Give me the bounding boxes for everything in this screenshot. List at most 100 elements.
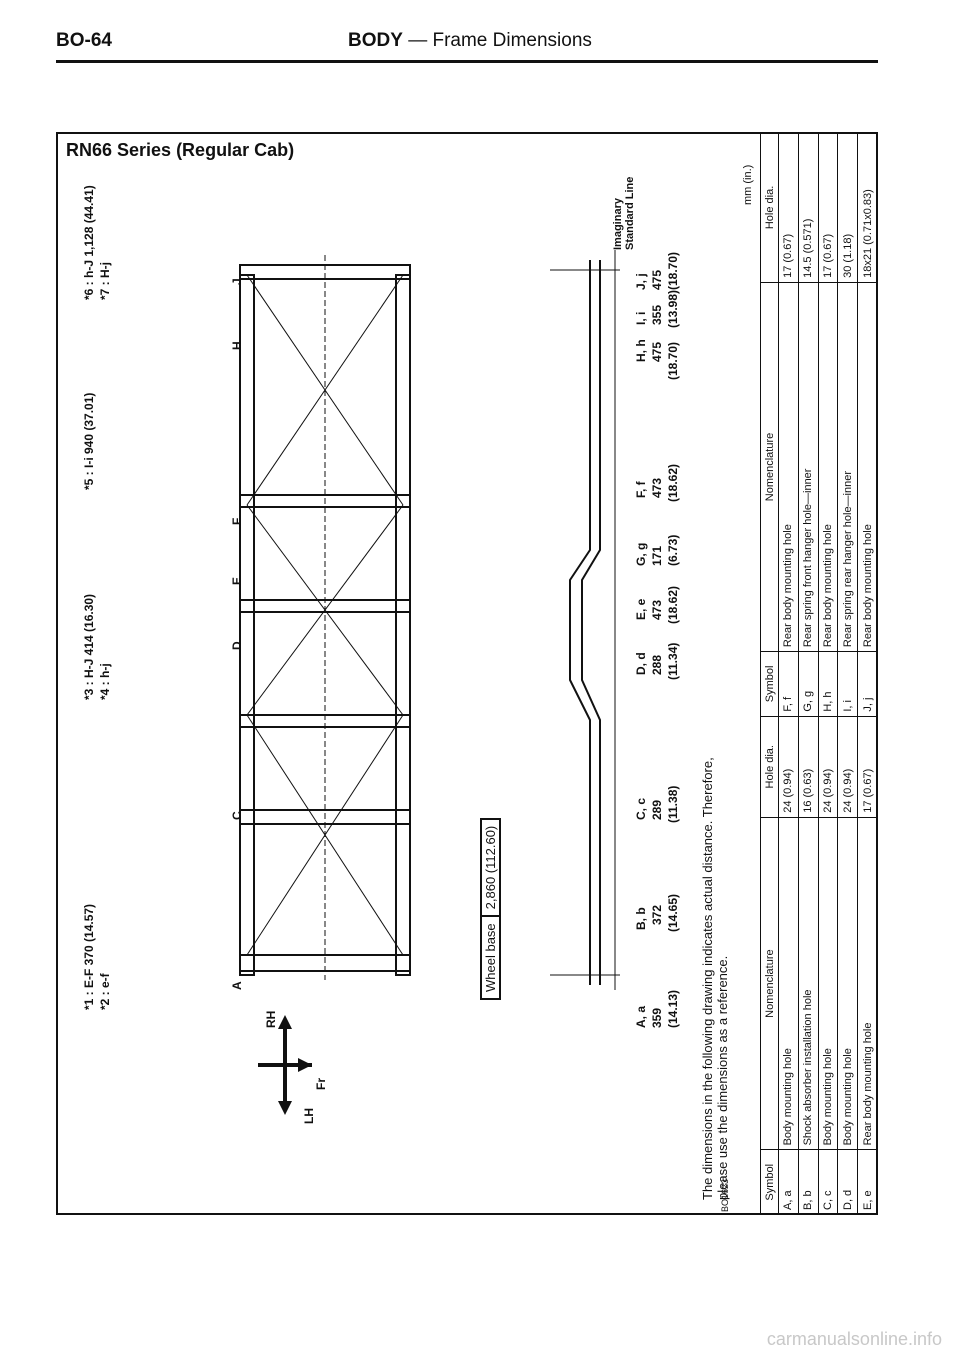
cell: 24 (0.94) xyxy=(837,716,858,818)
side-point-b: B, b xyxy=(634,907,648,930)
section-name: BODY xyxy=(348,30,403,51)
point-e: E xyxy=(230,576,244,585)
note-2: *2 : e-f xyxy=(98,973,112,1010)
wheel-base-label: Wheel base xyxy=(480,915,501,1000)
cell: 17 (0.67) xyxy=(857,716,878,818)
point-c: C xyxy=(230,811,244,820)
side-point-label: J, j xyxy=(634,273,648,290)
cell: Rear body mounting hole xyxy=(818,282,838,652)
side-point-label: G, g xyxy=(634,542,648,566)
side-point-f-val: 473 xyxy=(650,478,664,498)
rh-label: RH xyxy=(264,1010,278,1028)
col-symbol-2: Symbol xyxy=(760,651,779,717)
side-point-a-val: 359 xyxy=(650,1008,664,1028)
side-point-value: 475 xyxy=(650,269,664,290)
table-row: C, c Body mounting hole 24 (0.94) H, h R… xyxy=(818,132,838,1215)
cell: G, g xyxy=(798,651,819,717)
note-6: *6 : h-J 1,128 (44.41) xyxy=(82,185,96,300)
cell: Rear body mounting hole xyxy=(778,282,799,652)
col-symbol: Symbol xyxy=(760,1149,779,1215)
side-point-c-in: (11.38) xyxy=(666,786,680,823)
side-point-inch: (14.65) xyxy=(666,893,680,932)
cell: 30 (1.18) xyxy=(837,132,858,283)
side-point-value: 288 xyxy=(650,654,664,675)
side-point-j-val: 475 xyxy=(650,270,664,290)
side-point-value: 473 xyxy=(650,477,664,498)
side-point-label: I, i xyxy=(634,311,648,325)
side-point-j: J, j xyxy=(634,273,648,290)
cell: 14.5 (0.571) xyxy=(798,132,819,283)
cell: Rear spring front hanger hole—inner xyxy=(798,282,819,652)
side-point-value: 473 xyxy=(650,599,664,620)
wheel-base-value: 2,860 (112.60) xyxy=(480,817,501,916)
side-point-inch: (11.38) xyxy=(666,785,680,823)
cell: E, e xyxy=(857,1149,878,1215)
side-point-label: A, a xyxy=(634,1005,648,1028)
side-point-a-in: (14.13) xyxy=(666,990,680,1028)
cell: J, j xyxy=(857,651,878,717)
point-j: J xyxy=(230,278,244,285)
side-point-j-in: (18.70) xyxy=(666,252,680,290)
cell: Rear body mounting hole xyxy=(857,817,878,1150)
cell: I, i xyxy=(837,651,858,717)
direction-arrows xyxy=(258,1015,312,1115)
header-rule xyxy=(56,60,878,63)
point-f: F xyxy=(230,517,244,525)
col-nomenclature: Nomenclature xyxy=(760,817,779,1150)
table-row: D, d Body mounting hole 24 (0.94) I, i R… xyxy=(837,132,858,1215)
side-point-inch: (11.34) xyxy=(666,642,680,680)
side-point-label: F, f xyxy=(634,481,648,498)
note-7: *7 : H-j xyxy=(98,261,112,300)
cell: 17 (0.67) xyxy=(818,132,838,283)
point-h: H xyxy=(230,341,244,350)
side-point-g-val: 171 xyxy=(650,546,664,566)
table-row: A, a Body mounting hole 24 (0.94) F, f R… xyxy=(778,132,799,1215)
note-5: *5 : I-i 940 (37.01) xyxy=(82,392,96,490)
col-hole-2: Hole dia. xyxy=(760,132,779,283)
note-4: *4 : h-j xyxy=(98,663,112,700)
side-point-inch: (13.98) xyxy=(666,289,680,328)
point-d: D xyxy=(230,641,244,650)
page-number: BO-64 xyxy=(56,30,112,51)
side-point-a: A, a xyxy=(634,1006,648,1028)
side-point-f-in: (18.62) xyxy=(666,464,680,502)
side-point-h: H, h xyxy=(634,339,648,362)
side-point-inch: (14.13) xyxy=(666,989,680,1028)
side-point-b-in: (14.65) xyxy=(666,894,680,932)
side-point-value: 475 xyxy=(650,341,664,362)
cell: Rear spring rear hanger hole—inner xyxy=(837,282,858,652)
side-point-label: C, c xyxy=(634,797,648,820)
point-a: A xyxy=(230,981,244,990)
cell: 24 (0.94) xyxy=(818,716,838,818)
frame-top-view xyxy=(239,255,411,980)
table-row: E, e Rear body mounting hole 17 (0.67) J… xyxy=(857,132,878,1215)
side-point-value: 372 xyxy=(650,904,664,925)
note-3: *3 : H-J 414 (16.30) xyxy=(82,593,96,700)
side-point-value: 289 xyxy=(650,799,664,820)
side-point-label: E, e xyxy=(634,598,648,620)
side-point-i: I, i xyxy=(634,312,648,325)
side-point-d-in: (11.34) xyxy=(666,643,680,680)
side-point-f: F, f xyxy=(634,481,648,498)
side-point-i-in: (13.98) xyxy=(666,290,680,328)
watermark: carmanualsonline.info xyxy=(766,1329,942,1349)
side-point-label: D, d xyxy=(634,652,648,675)
legend-table: Symbol Nomenclature Hole dia. Symbol Nom… xyxy=(760,132,878,1215)
cell: A, a xyxy=(778,1149,799,1215)
side-point-g: G, g xyxy=(634,543,648,566)
side-point-value: 171 xyxy=(650,545,664,566)
cell: Rear body mounting hole xyxy=(857,282,878,652)
cell: Shock absorber installation hole xyxy=(798,817,819,1150)
side-point-h-in: (18.70) xyxy=(666,342,680,380)
frame-side-view xyxy=(550,250,620,990)
hole-table: Symbol Nomenclature Hole dia. Symbol Nom… xyxy=(760,132,878,1215)
side-point-e: E, e xyxy=(634,599,648,620)
diagram-frame xyxy=(56,132,878,1215)
side-point-g-in: (6.73) xyxy=(666,535,680,566)
side-point-value: 355 xyxy=(650,304,664,325)
note-1: *1 : E-F 370 (14.57) xyxy=(82,903,96,1010)
imaginary-line-label: Imaginary Standard Line xyxy=(612,176,636,250)
cell: F, f xyxy=(778,651,799,717)
side-point-inch: (18.62) xyxy=(666,463,680,502)
side-point-c: C, c xyxy=(634,798,648,820)
